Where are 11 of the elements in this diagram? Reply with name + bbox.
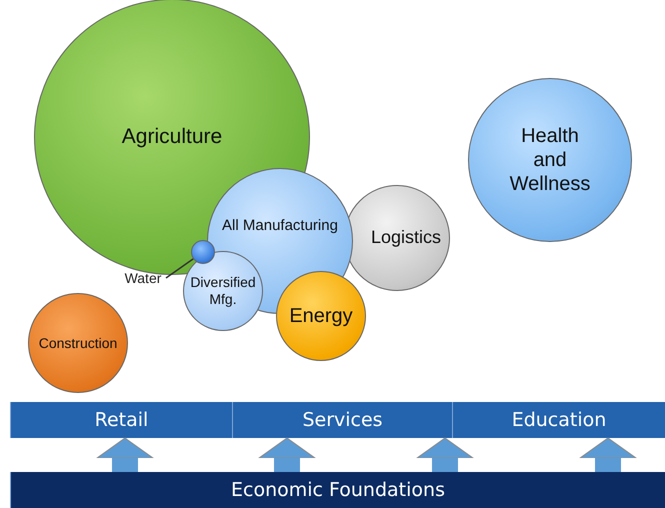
foundation-bar: Economic Foundations [10, 472, 665, 508]
category-bar: Retail [10, 402, 232, 438]
block-arrow [416, 438, 474, 472]
category-bar: Education [452, 402, 665, 438]
bubble: Construction [28, 293, 128, 393]
block-arrow [96, 438, 154, 472]
category-bar: Services [232, 402, 452, 438]
bubble: Energy [276, 271, 366, 361]
block-arrow [580, 438, 636, 472]
block-arrow [258, 438, 316, 472]
bubble: Health and Wellness [468, 78, 632, 242]
